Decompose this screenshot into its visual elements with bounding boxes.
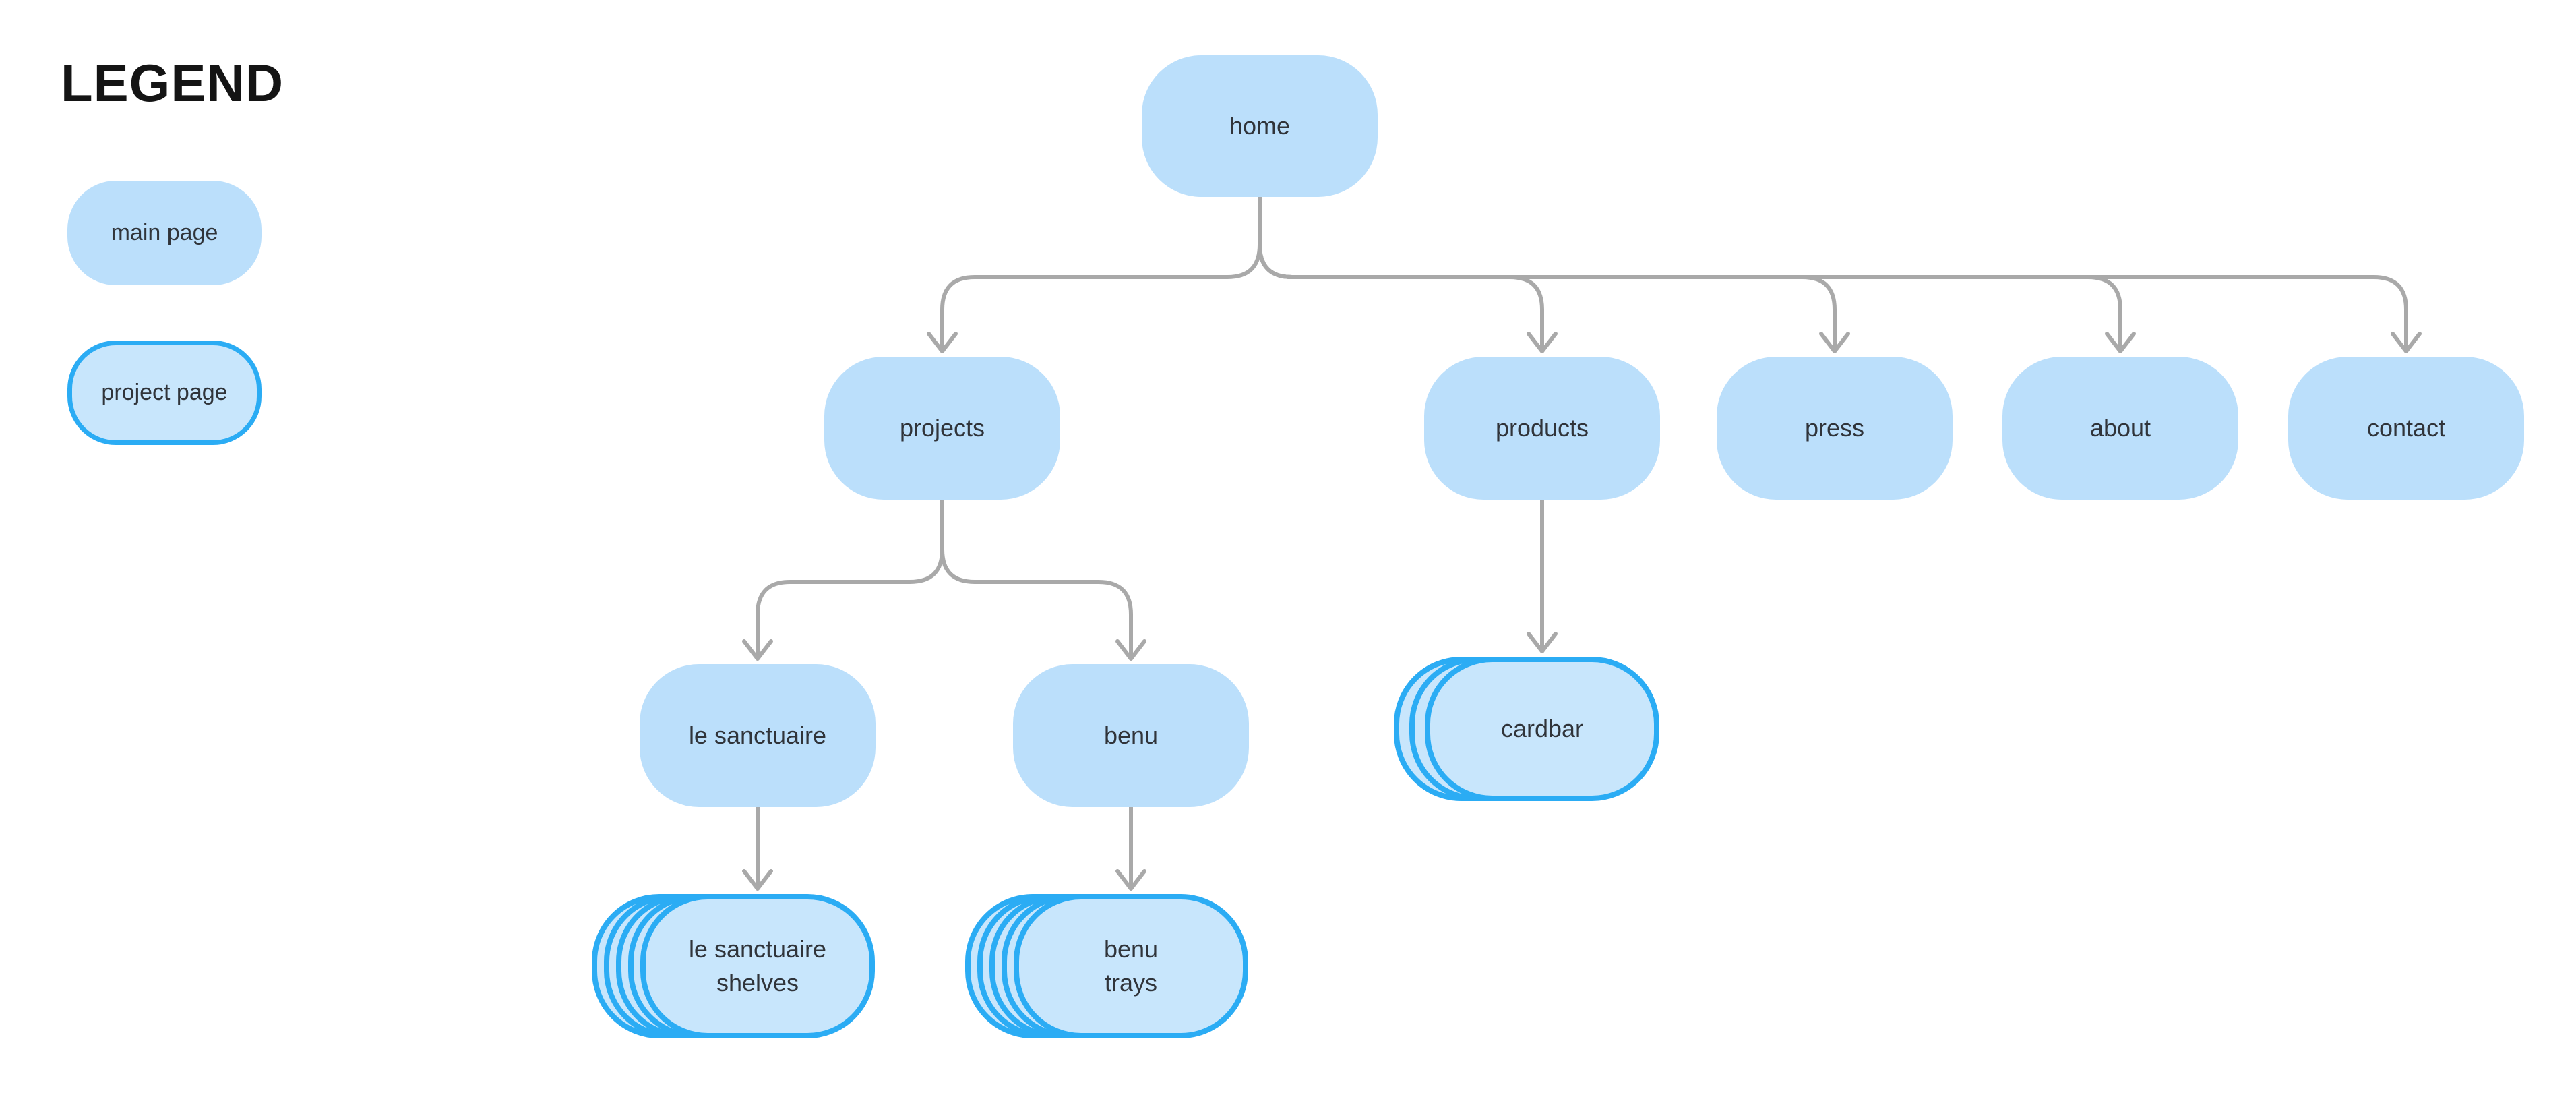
edge-home-contact [1258, 195, 2408, 352]
edge-home-projects [940, 195, 1262, 352]
node-press[interactable]: press [1717, 357, 1953, 500]
node-label: benu [1103, 721, 1159, 749]
arrowhead-projects-le-sanctuaire [742, 639, 773, 661]
node-label: contact [2366, 413, 2446, 442]
node-label: products [1495, 413, 1589, 442]
node-cardbar[interactable]: cardbar [1394, 657, 1659, 801]
node-card-benu-trays: benu trays [1014, 894, 1248, 1038]
edge-home-press [1258, 195, 1837, 352]
edge-projects-le-sanctuaire [756, 498, 944, 659]
legend-title: LEGEND [61, 53, 284, 113]
node-label: benu [1103, 935, 1159, 963]
arrowhead-projects-benu [1115, 639, 1146, 661]
node-card-le-sanctuaire-shelves: le sanctuaire shelves [640, 894, 875, 1038]
legend-project-page-label: project page [101, 380, 228, 405]
node-benu[interactable]: benu [1013, 664, 1249, 807]
node-le-sanctuaire[interactable]: le sanctuaire [640, 664, 876, 807]
legend-main-page-label: main page [111, 220, 218, 245]
node-label: about [2089, 413, 2151, 442]
edge-projects-benu [940, 498, 1133, 659]
arrowhead-products-cardbar [1527, 632, 1558, 653]
node-label: shelves [716, 969, 799, 997]
node-label: le sanctuaire [688, 935, 827, 963]
arrowhead-home-about [2105, 332, 2136, 353]
node-label: le sanctuaire [688, 721, 827, 749]
node-about[interactable]: about [2002, 357, 2238, 500]
node-label: trays [1104, 969, 1157, 997]
arrowhead-benu-benu-trays [1115, 869, 1146, 891]
arrowhead-home-contact [2391, 332, 2422, 353]
node-home[interactable]: home [1142, 55, 1378, 197]
node-card-cardbar: cardbar [1425, 657, 1659, 801]
node-projects[interactable]: projects [824, 357, 1060, 500]
node-products[interactable]: products [1424, 357, 1660, 500]
arrowhead-home-products [1527, 332, 1558, 353]
legend-project-page-node[interactable]: project page [67, 341, 262, 445]
node-label: projects [899, 413, 985, 442]
edge-home-products [1258, 195, 1544, 352]
legend-main-page-node[interactable]: main page [67, 181, 262, 285]
arrowhead-home-projects [927, 332, 958, 353]
node-le-sanctuaire-shelves[interactable]: le sanctuaire shelves [592, 894, 875, 1038]
edge-home-about [1258, 195, 2122, 352]
node-label: home [1229, 111, 1291, 140]
node-label: press [1804, 413, 1865, 442]
node-label: cardbar [1500, 714, 1584, 742]
node-benu-trays[interactable]: benu trays [965, 894, 1248, 1038]
arrowhead-home-press [1819, 332, 1850, 353]
node-contact[interactable]: contact [2288, 357, 2524, 500]
arrowhead-le-sanctuaire-le-sanctuaire-shelves [742, 869, 773, 891]
